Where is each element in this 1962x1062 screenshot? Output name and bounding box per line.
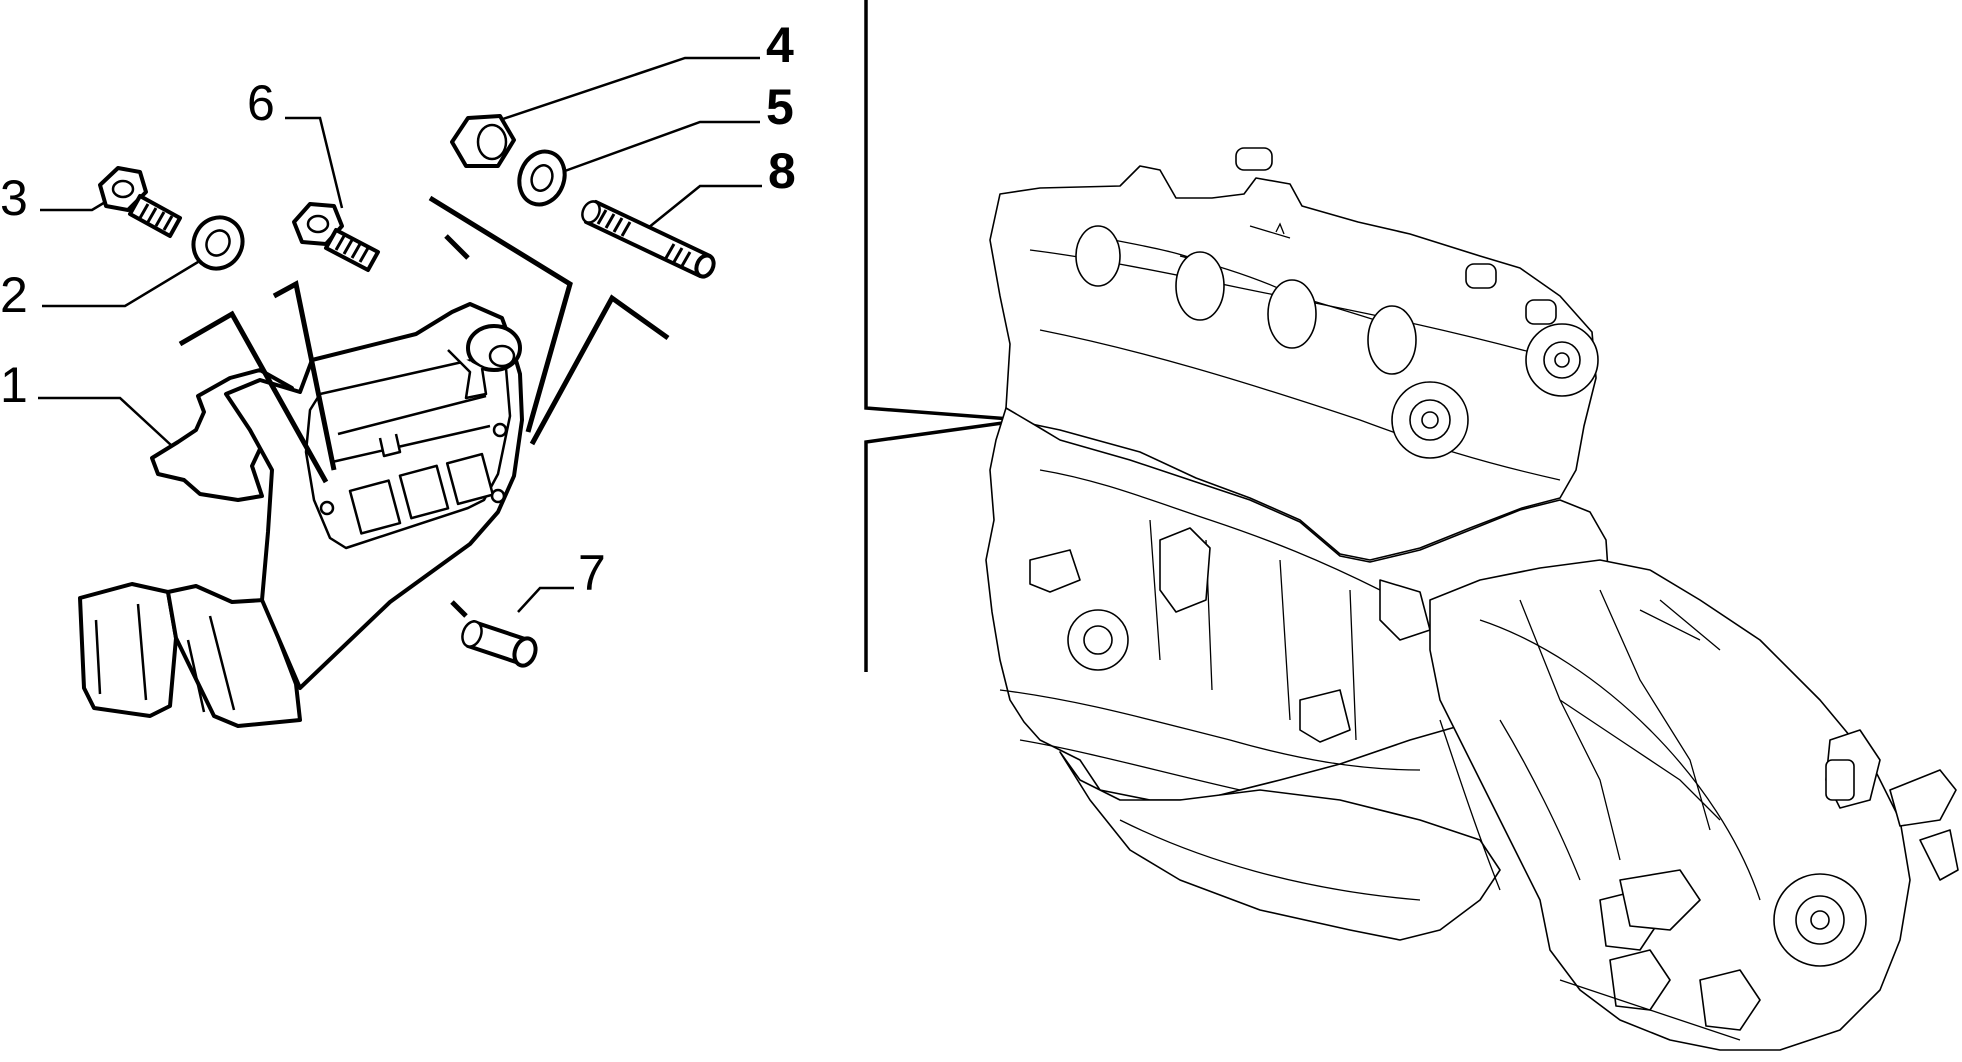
leader-8 [647, 184, 762, 229]
leader-5 [539, 120, 760, 182]
callout-label-2: 2 [0, 267, 28, 323]
callout-label-3: 3 [0, 170, 28, 226]
callout-label-7: 7 [578, 545, 606, 601]
leader-7 [517, 586, 574, 613]
washer-part-5 [517, 149, 567, 207]
callout-label-5: 5 [766, 79, 794, 135]
engine-bracket-part-1 [78, 302, 524, 728]
callout-label-8: 8 [768, 143, 796, 199]
bolt-part-6 [292, 202, 380, 272]
leader-2 [42, 260, 199, 308]
bolt-part-3 [98, 166, 182, 238]
callout-label-1: 1 [0, 357, 28, 413]
callout-label-4: 4 [766, 17, 794, 73]
nut-part-4 [450, 114, 516, 168]
stud-part-8 [581, 200, 716, 279]
assembly-pointer-lines [178, 195, 670, 618]
leader-4 [487, 56, 760, 126]
leader-3 [40, 196, 113, 212]
bushing-part-7 [461, 620, 538, 668]
washer-part-2 [191, 215, 245, 271]
leader-6 [285, 116, 344, 209]
engine-assembly-illustration [985, 147, 1959, 1051]
callout-label-6: 6 [247, 75, 275, 131]
